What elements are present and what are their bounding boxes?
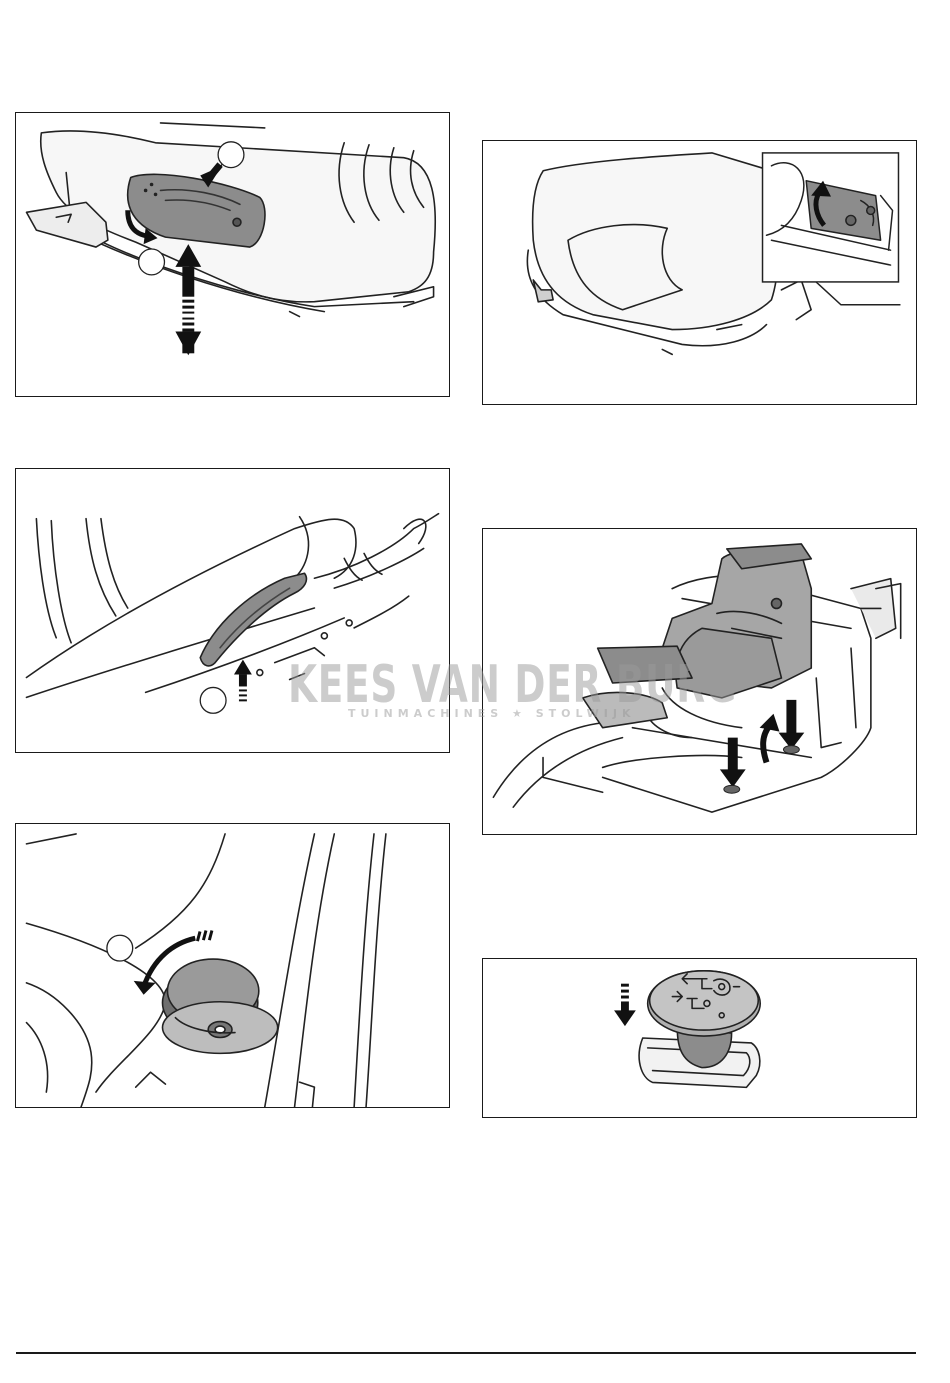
callout-circle-icon bbox=[139, 249, 165, 275]
figure-seat-latch-detail bbox=[482, 140, 917, 405]
figure-pto-button bbox=[482, 958, 917, 1118]
callout-circle-icon bbox=[107, 935, 133, 961]
figure-seat-side-lever bbox=[15, 468, 450, 753]
seat-side-lever-illustration bbox=[16, 469, 449, 752]
seat-knob-illustration bbox=[16, 824, 449, 1107]
callout-circle-icon bbox=[200, 687, 226, 713]
arrow-rotate-icon bbox=[760, 714, 780, 763]
pto-button-illustration bbox=[483, 959, 916, 1117]
callout-circle-icon bbox=[218, 142, 244, 168]
figure-armrest-lever bbox=[15, 112, 450, 397]
figure-seat-knob bbox=[15, 823, 450, 1108]
figure-seat-removal bbox=[482, 528, 917, 835]
seat-removal-illustration bbox=[483, 529, 916, 834]
arrow-down-icon bbox=[614, 984, 636, 1026]
armrest-lever-illustration bbox=[16, 113, 449, 396]
arrow-down-icon bbox=[720, 738, 746, 788]
seat-latch-illustration bbox=[483, 141, 916, 404]
footer-rule bbox=[16, 1352, 916, 1354]
arrow-down-icon bbox=[778, 700, 804, 750]
arrow-up-icon bbox=[234, 660, 252, 702]
arrow-down-icon bbox=[175, 318, 201, 356]
